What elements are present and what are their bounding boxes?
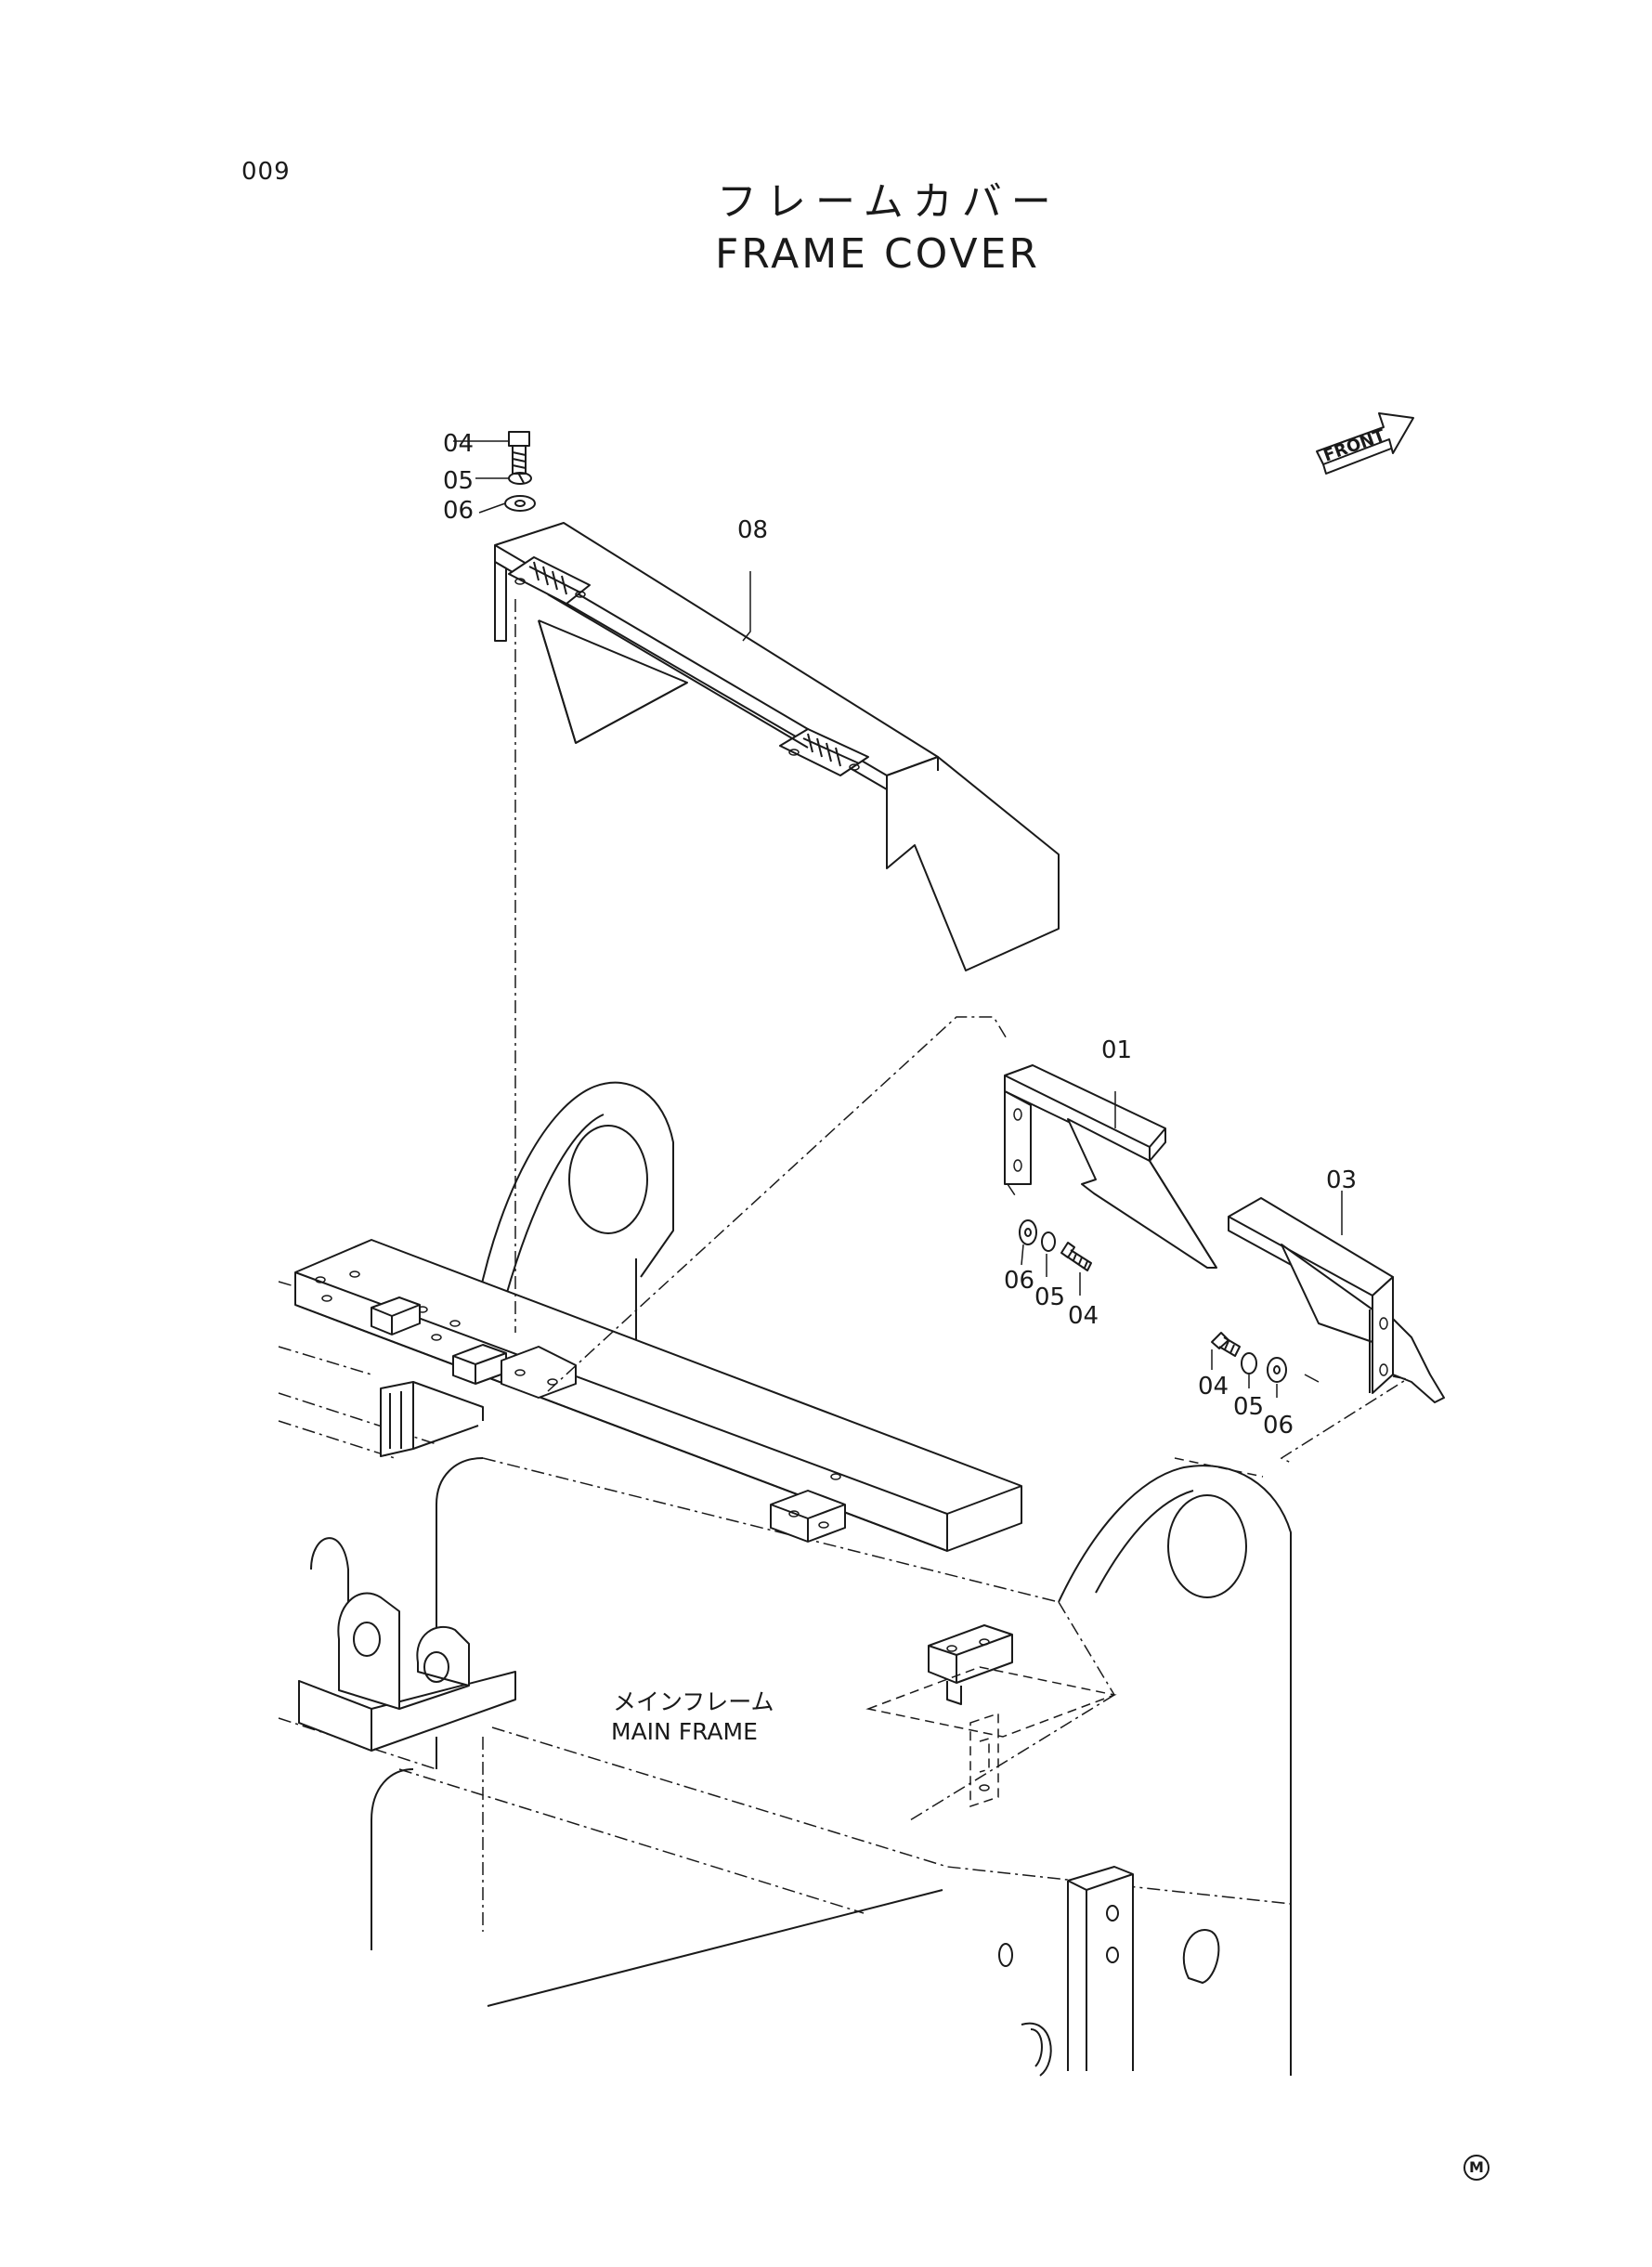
callout-mid-bolt: 04 <box>1068 1302 1099 1330</box>
top-hardware <box>505 432 535 511</box>
front-arrow-icon: FRONT <box>1317 413 1413 474</box>
assembly-lines <box>453 441 1407 1463</box>
page-title-japanese: フレームカバー <box>717 179 1060 226</box>
callout-top-lock-washer: 05 <box>443 467 475 495</box>
mid-hardware <box>1020 1220 1091 1270</box>
page-title: FRAME COVER <box>715 230 1041 278</box>
callout-top-bolt: 04 <box>443 430 475 458</box>
main-frame-drawing <box>279 1083 1291 2076</box>
cover-03-drawing <box>1229 1198 1444 1402</box>
callout-mid-lock-washer: 05 <box>1034 1283 1066 1311</box>
page-number: 009 <box>241 158 291 186</box>
callout-right-bolt: 04 <box>1198 1373 1229 1401</box>
cover-08-drawing <box>495 523 1059 971</box>
callout-cover-03: 03 <box>1326 1166 1358 1194</box>
callout-top-washer: 06 <box>443 497 475 525</box>
callout-cover-08: 08 <box>737 516 769 544</box>
cross-member-drawing <box>295 1240 1114 1806</box>
corner-mark-letter: M <box>1469 2158 1484 2176</box>
callout-cover-01: 01 <box>1101 1036 1133 1064</box>
callout-right-lock-washer: 05 <box>1233 1393 1265 1421</box>
corner-mark: M <box>1463 2155 1489 2181</box>
callout-mid-washer: 06 <box>1004 1267 1035 1295</box>
main-frame-label-japanese: メインフレーム <box>613 1688 774 1715</box>
right-hardware <box>1212 1333 1286 1382</box>
cover-01-drawing <box>1005 1065 1216 1268</box>
front-arrow-label: FRONT <box>1321 425 1389 466</box>
main-frame-label: MAIN FRAME <box>611 1718 758 1745</box>
callout-right-washer: 06 <box>1263 1412 1294 1440</box>
